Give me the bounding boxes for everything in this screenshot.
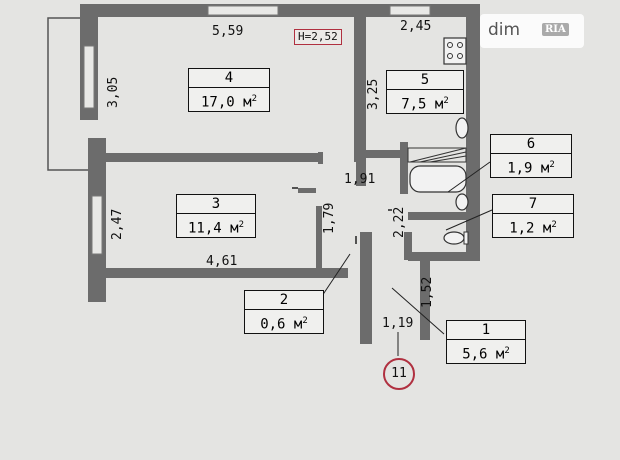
dim-corridor-a: 1,91: [344, 172, 376, 187]
window-room-4-side: [83, 45, 95, 109]
room-4-label: 4 17,0 м2: [188, 68, 270, 112]
windows: [83, 5, 431, 255]
room-1-label: 1 5,6 м2: [446, 320, 526, 364]
wall-6-7: [408, 212, 466, 220]
leader-lines: [321, 161, 493, 356]
room-area: 0,6 м2: [260, 316, 308, 333]
wall-right: [466, 4, 480, 260]
dim-room4-height: 3,05: [106, 76, 121, 108]
window-room-3: [91, 195, 103, 255]
wall-4-5: [354, 4, 366, 162]
ceiling-height-label: H=2,52: [294, 29, 342, 45]
bathtub-icon: [407, 147, 467, 193]
wall-stub-b: [318, 152, 323, 164]
room-area: 11,4 м2: [188, 220, 244, 237]
room-area: 1,9 м2: [507, 160, 555, 177]
wall-wc-left: [404, 232, 412, 260]
balcony-outline: [47, 17, 88, 171]
wall-top: [80, 4, 480, 17]
room-5-label: 5 7,5 м2: [386, 70, 464, 114]
wall-bath-left: [400, 142, 408, 194]
dim-entrance-width: 1,19: [382, 316, 414, 331]
wall-bottom-3: [106, 268, 348, 278]
wall-stub-c: [356, 162, 366, 186]
leader-1: [391, 287, 445, 335]
room-number: 4: [189, 69, 269, 88]
wall-4-3: [106, 153, 321, 162]
room-7-label: 7 1,2 м2: [492, 194, 574, 238]
room-area: 7,5 м2: [401, 96, 449, 113]
watermark-badge: RIA: [542, 23, 569, 36]
wall-stub-a: [298, 188, 316, 193]
room-number: 3: [177, 195, 255, 214]
leader-7: [445, 209, 493, 231]
door-marks: [292, 187, 392, 244]
dim-room3-height: 2,47: [110, 208, 125, 240]
window-room-4: [207, 5, 279, 16]
watermark-brand: dim: [488, 20, 521, 40]
dim-corridor-b: 2,22: [392, 206, 407, 238]
dim-room4-width: 5,59: [212, 24, 244, 39]
room-6-label: 6 1,9 м2: [490, 134, 572, 178]
wall-corridor-left: [360, 232, 372, 344]
wall-5-bottom: [366, 150, 400, 158]
room-number: 6: [491, 135, 571, 154]
wall-wc-bottom: [408, 252, 480, 261]
room-area: 17,0 м2: [201, 94, 257, 111]
kitchen-sink-icon: [455, 117, 469, 139]
bathroom-sink-icon: [455, 193, 469, 211]
leader-2: [321, 253, 351, 297]
dim-room5-width: 2,45: [400, 19, 432, 34]
room-number: 5: [387, 71, 463, 90]
wall-entrance-right: [420, 258, 430, 340]
stove-icon: [443, 37, 467, 65]
wall-3-right: [316, 206, 322, 268]
room-2-label: 2 0,6 м2: [244, 290, 324, 334]
dim-room3-width: 4,61: [206, 254, 238, 269]
room-area: 1,2 м2: [509, 220, 557, 237]
dim-room5-height: 3,25: [366, 78, 381, 110]
room-area: 5,6 м2: [462, 346, 510, 363]
entry-marker: 11: [383, 358, 415, 390]
toilet-icon: [443, 231, 469, 245]
leader-6: [447, 161, 491, 193]
dimria-watermark: dim RIA: [480, 14, 584, 48]
dim-room2-height: 1,79: [322, 202, 337, 234]
dim-entrance-height: 1,52: [420, 276, 435, 308]
room-number: 7: [493, 195, 573, 214]
room-number: 1: [447, 321, 525, 340]
room-number: 2: [245, 291, 323, 310]
window-room-5: [389, 5, 431, 16]
room-3-label: 3 11,4 м2: [176, 194, 256, 238]
